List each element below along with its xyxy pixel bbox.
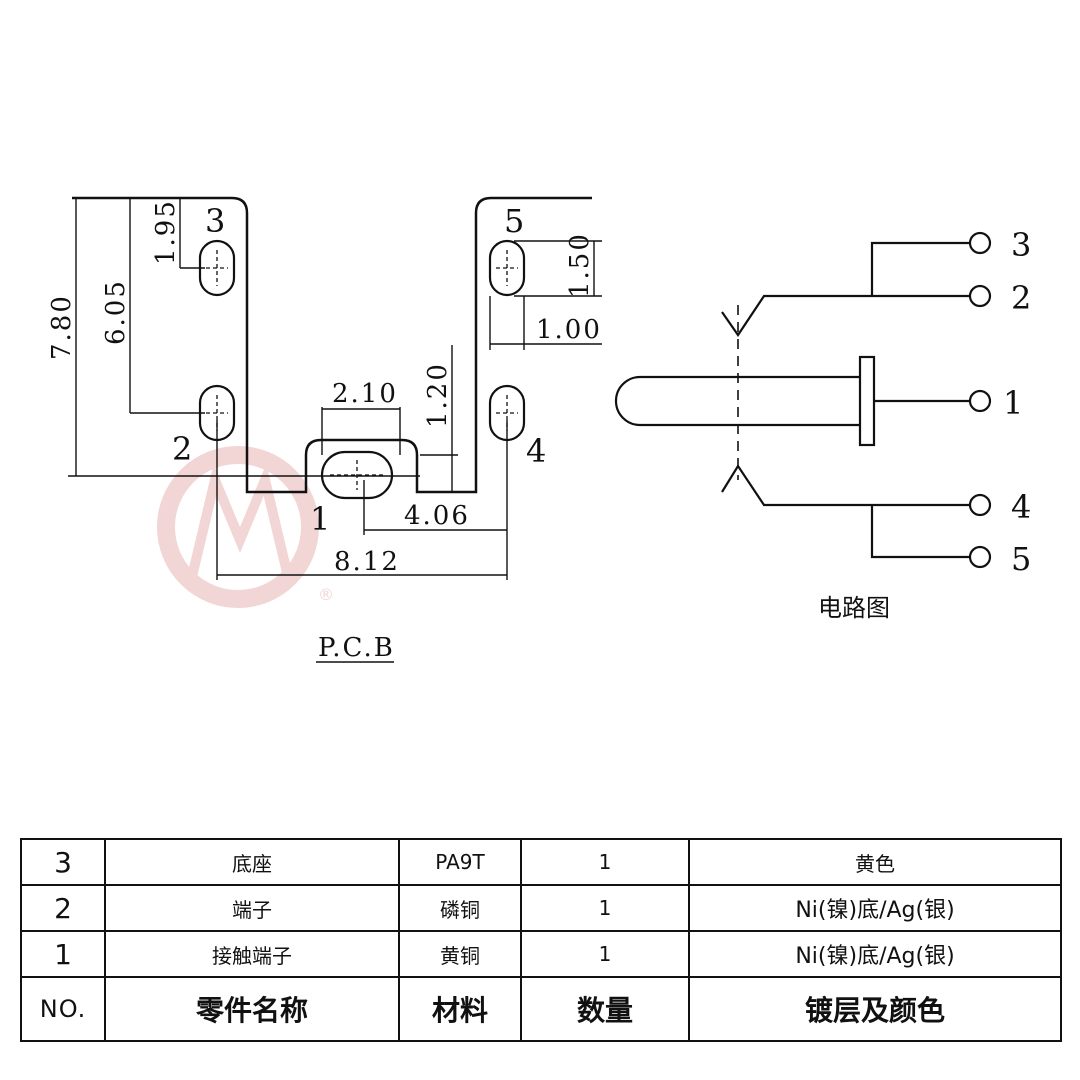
bom-row-name: 端子 bbox=[104, 884, 400, 932]
terminal-3 bbox=[968, 231, 992, 255]
dim-2-10: 2.10 bbox=[332, 379, 398, 409]
plunger bbox=[614, 375, 860, 427]
circuit-pin-2: 2 bbox=[1011, 279, 1031, 317]
bom-header-plating: 镀层及颜色 bbox=[688, 976, 1062, 1042]
pcb-caption: P.C.B bbox=[318, 633, 395, 663]
terminal-4 bbox=[968, 493, 992, 517]
bom-header-no: NO. bbox=[20, 976, 106, 1042]
pad-1 bbox=[320, 450, 394, 500]
bom-row-material: 黄铜 bbox=[398, 930, 522, 978]
circuit-diagram bbox=[614, 231, 992, 569]
bom-header-material: 材料 bbox=[398, 976, 522, 1042]
circuit-pin-3: 3 bbox=[1011, 226, 1031, 264]
circuit-pin-4: 4 bbox=[1011, 488, 1031, 526]
pcb-pin-3: 3 bbox=[205, 202, 225, 240]
dim-1-95: 1.95 bbox=[151, 199, 181, 265]
bom-row-plating: 黄色 bbox=[688, 838, 1062, 886]
terminal-5 bbox=[968, 545, 992, 569]
plunger-contact-plate bbox=[858, 355, 876, 447]
bom-row-material: PA9T bbox=[398, 838, 522, 886]
dim-1-00: 1.00 bbox=[536, 315, 602, 345]
bom-table: 3 底座 PA9T 1 黄色 2 端子 磷铜 1 Ni(镍)底/Ag(银) 1 … bbox=[20, 838, 1062, 1042]
bom-row-qty: 1 bbox=[520, 838, 690, 886]
dim-4-06: 4.06 bbox=[404, 501, 470, 531]
dim-8-12: 8.12 bbox=[334, 547, 400, 577]
terminal-2 bbox=[968, 284, 992, 308]
pcb-pin-4: 4 bbox=[526, 432, 546, 470]
terminal-1 bbox=[968, 389, 992, 413]
pcb-pin-5: 5 bbox=[504, 202, 524, 240]
watermark-logo: ® bbox=[157, 446, 334, 608]
dimension-lines bbox=[68, 198, 602, 580]
dim-6-05: 6.05 bbox=[101, 279, 131, 345]
bom-row-no: 2 bbox=[20, 884, 106, 932]
bom-row-plating: Ni(镍)底/Ag(银) bbox=[688, 884, 1062, 932]
bom-row-qty: 1 bbox=[520, 930, 690, 978]
circuit-caption: 电路图 bbox=[818, 594, 890, 622]
pad-5 bbox=[488, 239, 526, 297]
circuit-pin-1: 1 bbox=[1003, 384, 1023, 422]
bom-row-2: 2 端子 磷铜 1 Ni(镍)底/Ag(银) bbox=[20, 884, 1062, 932]
bom-header-name: 零件名称 bbox=[104, 976, 400, 1042]
bom-row-no: 1 bbox=[20, 930, 106, 978]
bom-header-qty: 数量 bbox=[520, 976, 690, 1042]
pcb-pin-2: 2 bbox=[172, 430, 192, 468]
dim-1-20: 1.20 bbox=[423, 362, 453, 428]
bom-row-name: 接触端子 bbox=[104, 930, 400, 978]
bom-row-1: 1 接触端子 黄铜 1 Ni(镍)底/Ag(银) bbox=[20, 930, 1062, 978]
circuit-pin-5: 5 bbox=[1011, 540, 1031, 578]
bom-row-3: 3 底座 PA9T 1 黄色 bbox=[20, 838, 1062, 886]
dim-7-80: 7.80 bbox=[47, 294, 77, 360]
technical-drawing: ® bbox=[47, 196, 1031, 663]
bom-row-qty: 1 bbox=[520, 884, 690, 932]
bom-header-row: NO. 零件名称 材料 数量 镀层及颜色 bbox=[20, 976, 1062, 1042]
dim-1-50: 1.50 bbox=[565, 232, 595, 298]
bom-row-no: 3 bbox=[20, 838, 106, 886]
pcb-pin-1: 1 bbox=[310, 500, 330, 538]
bom-row-material: 磷铜 bbox=[398, 884, 522, 932]
pcb-outline bbox=[72, 196, 592, 494]
bom-row-name: 底座 bbox=[104, 838, 400, 886]
bom-row-plating: Ni(镍)底/Ag(银) bbox=[688, 930, 1062, 978]
watermark-registered-mark: ® bbox=[318, 585, 334, 604]
